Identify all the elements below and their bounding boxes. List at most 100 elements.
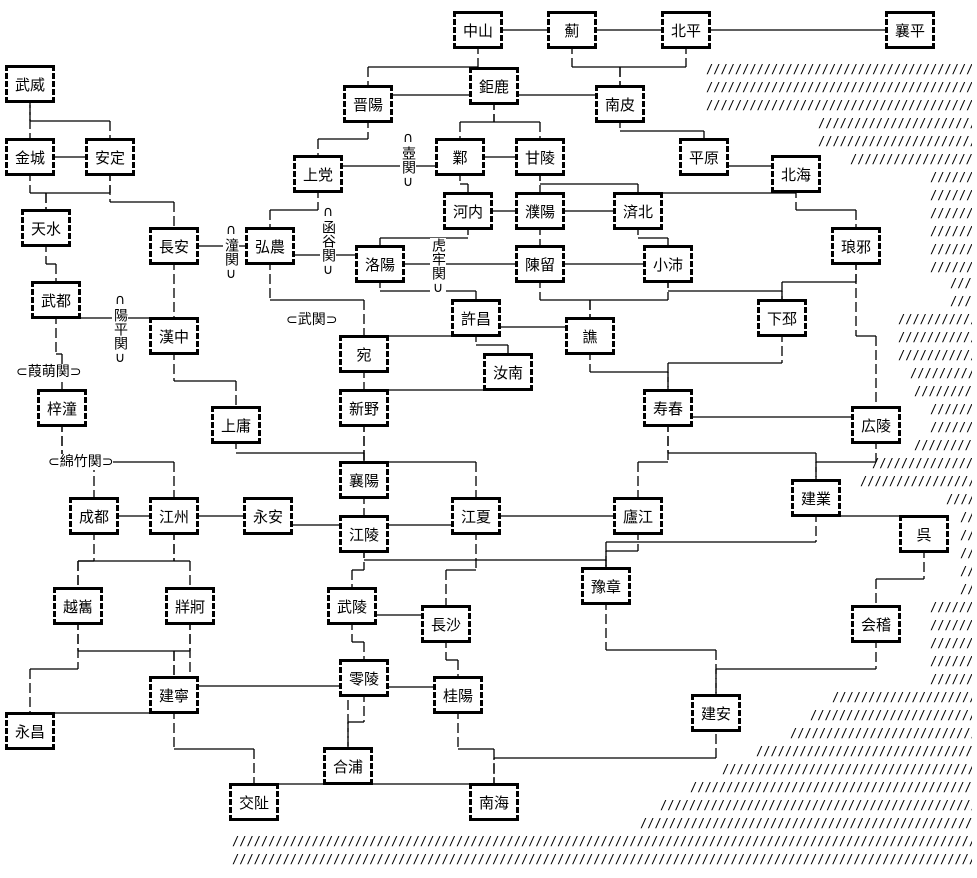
city-box[interactable]: 梓潼 xyxy=(37,389,87,427)
hatch-row: ////////////////////////////////////////… xyxy=(232,834,972,848)
city-box[interactable]: 上庸 xyxy=(211,406,261,444)
city-box[interactable]: 北平 xyxy=(661,11,711,49)
city-box[interactable]: 済北 xyxy=(613,192,663,230)
city-box[interactable]: 河内 xyxy=(443,192,493,230)
city-box[interactable]: 襄平 xyxy=(885,11,935,49)
city-box[interactable]: 漢中 xyxy=(149,317,199,355)
city-box[interactable]: 南海 xyxy=(469,783,519,821)
city-box[interactable]: 陳留 xyxy=(515,245,565,283)
hatch-row: ////////////////////////////////////////… xyxy=(960,564,972,578)
city-box[interactable]: 永安 xyxy=(243,497,293,535)
hatch-row: ////////////////////////////////////////… xyxy=(810,708,972,722)
city-box[interactable]: 長沙 xyxy=(421,605,471,643)
city-box[interactable]: 江陵 xyxy=(339,515,389,553)
city-box[interactable]: 永昌 xyxy=(5,712,55,750)
city-box[interactable]: 金城 xyxy=(5,138,55,176)
pass-yangpingguan[interactable]: ∩陽平関∪ xyxy=(112,292,128,366)
city-box[interactable]: 豫章 xyxy=(581,567,631,605)
city-box[interactable]: 濮陽 xyxy=(515,192,565,230)
city-box[interactable]: 会稽 xyxy=(851,605,901,643)
hatch-row: ////////////////////////////////////////… xyxy=(722,762,972,776)
pass-mianzhuguan[interactable]: ⊂綿竹関⊃ xyxy=(48,454,114,470)
city-box[interactable]: 零陵 xyxy=(339,659,389,697)
city-box[interactable]: 甘陵 xyxy=(515,138,565,176)
city-box[interactable]: 武威 xyxy=(5,65,55,103)
hatch-row: ////////////////////////////////////////… xyxy=(950,294,972,308)
city-box[interactable]: 長安 xyxy=(149,227,199,265)
hatch-row: ////////////////////////////////////////… xyxy=(690,780,972,794)
city-box[interactable]: 新野 xyxy=(339,389,389,427)
city-box[interactable]: 廬江 xyxy=(613,497,663,535)
hatch-row: ////////////////////////////////////////… xyxy=(818,116,972,130)
hatch-row: ////////////////////////////////////////… xyxy=(930,672,972,686)
city-box[interactable]: 安定 xyxy=(85,138,135,176)
pass-huguan[interactable]: ∩壺関∪ xyxy=(400,130,416,190)
hatch-row: ////////////////////////////////////////… xyxy=(930,618,972,632)
city-box[interactable]: 天水 xyxy=(21,209,71,247)
hatch-row: ////////////////////////////////////////… xyxy=(756,744,972,758)
city-box[interactable]: 譙 xyxy=(565,317,615,355)
city-box[interactable]: 越巂 xyxy=(53,587,103,625)
hatch-row: ////////////////////////////////////////… xyxy=(898,348,972,362)
city-box[interactable]: 江夏 xyxy=(451,497,501,535)
hatch-row: ////////////////////////////////////////… xyxy=(930,206,972,220)
hatch-row: ////////////////////////////////////////… xyxy=(898,312,972,326)
city-box[interactable]: 建寧 xyxy=(149,676,199,714)
hatch-row: ////////////////////////////////////////… xyxy=(930,170,972,184)
city-box[interactable]: 晋陽 xyxy=(343,85,393,123)
city-box[interactable]: 鄴 xyxy=(435,138,485,176)
city-box[interactable]: 洛陽 xyxy=(355,245,405,283)
hatch-row: ////////////////////////////////////////… xyxy=(914,384,972,398)
hatch-row: ////////////////////////////////////////… xyxy=(832,690,972,704)
city-box[interactable]: 江州 xyxy=(149,497,199,535)
pass-hulaoguan[interactable]: 虎牢関∪ xyxy=(430,238,446,296)
hatch-row: ////////////////////////////////////////… xyxy=(960,528,972,542)
city-box[interactable]: 南皮 xyxy=(595,85,645,123)
city-box[interactable]: 北海 xyxy=(771,155,821,193)
hatch-row: ////////////////////////////////////////… xyxy=(930,654,972,668)
city-box[interactable]: 建安 xyxy=(691,694,741,732)
pass-hanguguan[interactable]: ∩函谷関∪ xyxy=(320,204,336,278)
hatch-row: ////////////////////////////////////////… xyxy=(232,852,972,866)
city-box[interactable]: 薊 xyxy=(547,11,597,49)
city-box[interactable]: 鉅鹿 xyxy=(469,67,519,105)
city-box[interactable]: 交阯 xyxy=(229,783,279,821)
city-box[interactable]: 弘農 xyxy=(245,227,295,265)
city-box[interactable]: 成都 xyxy=(69,497,119,535)
city-box[interactable]: 下邳 xyxy=(757,299,807,337)
hatch-row: ////////////////////////////////////////… xyxy=(930,224,972,238)
hatch-row: ////////////////////////////////////////… xyxy=(898,330,972,344)
hatch-row: ////////////////////////////////////////… xyxy=(872,456,972,470)
city-box[interactable]: 広陵 xyxy=(851,406,901,444)
hatch-row: ////////////////////////////////////////… xyxy=(930,242,972,256)
hatch-row: ////////////////////////////////////////… xyxy=(930,188,972,202)
city-box[interactable]: 宛 xyxy=(339,335,389,373)
hatch-row: ////////////////////////////////////////… xyxy=(914,438,972,452)
hatch-row: ////////////////////////////////////////… xyxy=(706,80,972,94)
city-box[interactable]: 中山 xyxy=(453,11,503,49)
city-box[interactable]: 小沛 xyxy=(643,245,693,283)
city-box[interactable]: 武都 xyxy=(31,281,81,319)
city-box[interactable]: 牂牁 xyxy=(165,587,215,625)
hatch-row: ////////////////////////////////////////… xyxy=(950,276,972,290)
city-box[interactable]: 許昌 xyxy=(451,299,501,337)
hatch-row: ////////////////////////////////////////… xyxy=(930,636,972,650)
city-box[interactable]: 琅邪 xyxy=(831,227,881,265)
hatch-row: ////////////////////////////////////////… xyxy=(960,510,972,524)
pass-jiamengguan[interactable]: ⊂葭萌関⊃ xyxy=(16,364,82,380)
city-box[interactable]: 建業 xyxy=(791,479,841,517)
pass-tongguan[interactable]: ∩潼関∪ xyxy=(223,222,239,282)
city-box[interactable]: 汝南 xyxy=(483,353,533,391)
city-box[interactable]: 寿春 xyxy=(643,389,693,427)
city-box[interactable]: 平原 xyxy=(679,138,729,176)
city-box[interactable]: 合浦 xyxy=(323,747,373,785)
city-box[interactable]: 武陵 xyxy=(327,587,377,625)
city-box[interactable]: 上党 xyxy=(293,155,343,193)
city-box[interactable]: 桂陽 xyxy=(433,676,483,714)
city-box[interactable]: 呉 xyxy=(899,515,949,553)
hatch-row: ////////////////////////////////////////… xyxy=(910,366,972,380)
city-box[interactable]: 襄陽 xyxy=(339,461,389,499)
pass-wuguan[interactable]: ⊂武関⊃ xyxy=(286,312,338,328)
hatch-row: ////////////////////////////////////////… xyxy=(930,600,972,614)
